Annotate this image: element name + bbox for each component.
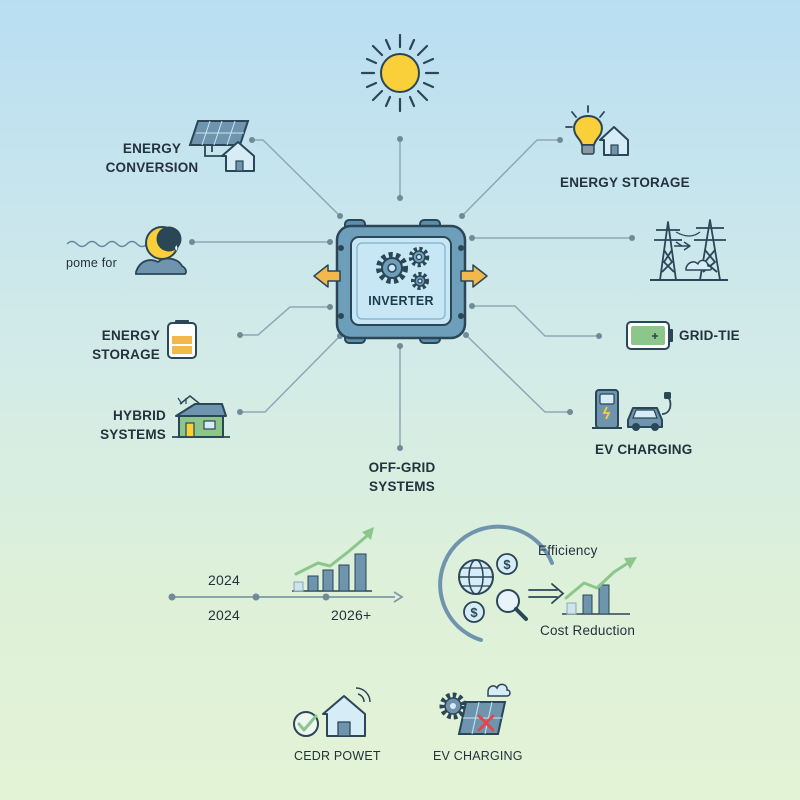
connector-dots: [189, 136, 635, 451]
node-label-ev-charging: EV CHARGING: [595, 442, 693, 457]
svg-text:$: $: [470, 605, 478, 620]
node-label-grid-tie: GRID-TIE: [679, 328, 740, 343]
growth-bar-chart-icon: [292, 527, 374, 592]
transmission-tower-icon: [650, 219, 728, 281]
arrow-right-icon: [460, 264, 488, 288]
node-label-hybrid-systems: HYBRID SYSTEMS: [100, 408, 166, 442]
house-icon: [172, 395, 230, 438]
inverter-icon: [335, 219, 467, 344]
connector-right: [472, 305, 599, 337]
gear-solar-panel-icon: [439, 683, 511, 735]
arrow-right-icon: [528, 583, 565, 604]
gear-icon: [411, 272, 429, 290]
inverter-label: INVERTER: [368, 294, 434, 308]
solar-panel-house-icon: [188, 120, 255, 172]
timeline-year-label: 2026+: [331, 607, 372, 623]
growth-bar-chart-icon: [562, 557, 637, 615]
connector-left: [240, 306, 330, 336]
connector-top-left: [250, 139, 341, 217]
lightbulb-house-icon: [565, 105, 629, 156]
moon-night-icon: [66, 226, 187, 275]
node-label-pome-for: pome for: [66, 256, 117, 270]
node-label-off-grid-systems: OFF-GRID SYSTEMS: [368, 460, 436, 494]
gear-icon: [376, 252, 408, 284]
node-label-energy-storage-left: ENERGY STORAGE: [92, 328, 160, 362]
footer-label: CEDR POWET: [294, 749, 381, 763]
benefit-label-cost-reduction: Cost Reduction: [540, 623, 636, 638]
node-label-energy-conversion: ENERGY CONVERSION: [105, 141, 199, 175]
connector-right-bottom: [465, 334, 570, 413]
ev-charger-car-icon: [592, 389, 672, 431]
sun-icon: [360, 33, 440, 113]
gear-icon: [408, 246, 430, 268]
timeline-year-label: 2024: [208, 607, 240, 623]
battery-icon: [626, 321, 673, 350]
benefit-label-efficiency: Efficiency: [538, 543, 598, 558]
check-house-icon: [293, 687, 371, 737]
battery-icon: [167, 320, 197, 359]
timeline: [168, 591, 404, 603]
connector-top-right: [461, 139, 560, 217]
timeline-year-label: 2024: [208, 572, 240, 588]
footer-label: EV CHARGING: [433, 749, 523, 763]
connector-lines: [192, 139, 632, 448]
globe-dollar-icon: $ $: [438, 524, 554, 642]
connector-left-bottom: [240, 335, 341, 413]
arrow-left-icon: [313, 264, 341, 288]
svg-text:$: $: [503, 557, 511, 572]
node-label-energy-storage-top: ENERGY STORAGE: [560, 175, 690, 190]
